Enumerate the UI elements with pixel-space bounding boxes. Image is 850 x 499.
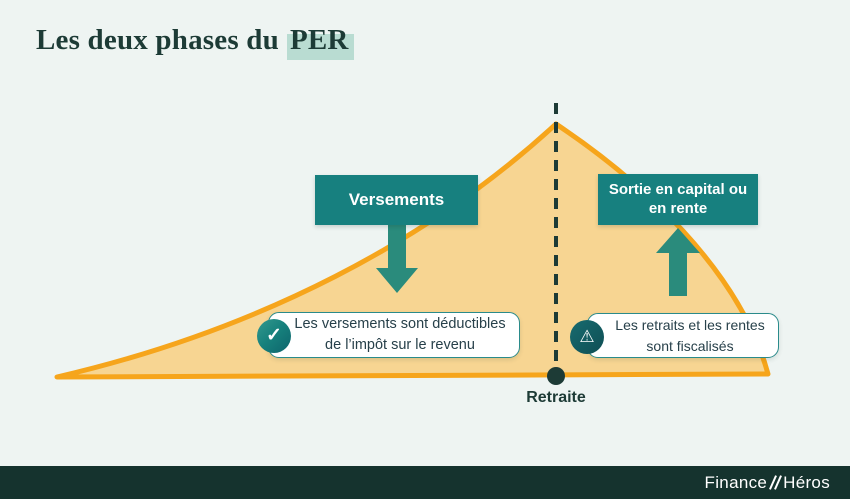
retraits-note-callout: ⚠ Les retraits et les rentes sont fiscal… [570,313,779,358]
down-arrow-icon [376,225,418,293]
footer-bar: Finance Héros [0,466,850,499]
sortie-label-line1: Sortie en capital ou [608,180,748,198]
up-arrow-icon [656,228,700,296]
versements-label: Versements [348,190,445,209]
double-slash-icon [768,475,782,490]
brand-name-left: Finance [704,472,768,492]
retirement-milestone-label: Retraite [526,389,586,406]
check-icon: ✓ [257,319,291,353]
versements-label-box: Versements [315,175,478,225]
savings-curve-shape [54,121,771,380]
page-title-text: Les deux phases du [36,24,279,56]
brand-logo: Finance Héros [705,473,830,493]
versements-note-line2: de l’impôt sur le revenu [325,337,475,353]
versements-note-line1: Les versements sont déductibles [294,315,506,332]
versements-note-callout: ✓ Les versements sont déductibles de l’i… [257,312,520,358]
warning-icon: ⚠ [570,320,604,354]
sortie-label-box: Sortie en capital ou en rente [598,174,758,225]
sortie-label-line2: en rente [648,199,708,217]
title-highlighted-word: PER [286,24,354,60]
retraits-note-line2: sont fiscalisés [646,337,734,354]
retirement-point-dot [547,367,565,385]
retraits-note-line1: Les retraits et les rentes [615,317,765,334]
brand-name-right: Héros [783,472,830,492]
